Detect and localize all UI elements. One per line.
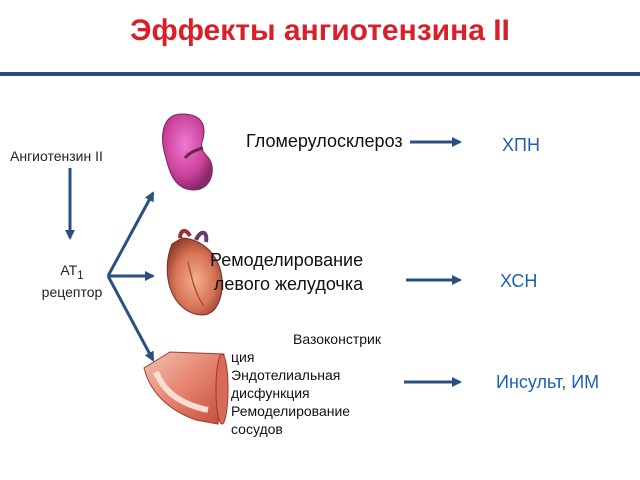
receptor-type: АТ [60,262,78,278]
effect-lv-remodeling: Ремоделирование левого желудочка [210,248,363,296]
receptor-word: рецептор [41,283,103,300]
outcome-stroke-mi: Инсульт, ИМ [496,372,600,392]
angiotensin-label: Ангиотензин II [10,148,103,164]
arrow-to-kidney [106,191,155,277]
vascular-line: ция [231,349,255,365]
at1-receptor-label: АТ1 рецептор [36,262,108,300]
kidney-icon [162,113,213,191]
title-divider [0,72,640,76]
vascular-line: Вазоконстрик [293,331,381,347]
lv-remodeling-line2: левого желудочка [213,274,364,294]
heart-icon [166,229,223,316]
arrow-to-vessel [106,275,155,362]
vascular-line: сосудов [231,421,283,437]
vascular-line: Эндотелиальная [231,367,341,383]
vascular-line: Ремоделирование [231,403,351,419]
effect-glomerulosclerosis: Гломерулосклероз [246,131,403,151]
outcome-hpn: ХПН [502,135,540,155]
effect-vascular: Вазоконстрик ция Эндотелиальная дисфункц… [231,330,381,438]
receptor-subscript: 1 [77,268,84,282]
lv-remodeling-line1: Ремоделирование [210,250,364,270]
page-title: Эффекты ангиотензина II [130,14,510,47]
outcome-hsn: ХСН [500,271,538,291]
blood-vessel-icon [143,351,229,425]
vascular-line: дисфункция [231,385,310,401]
